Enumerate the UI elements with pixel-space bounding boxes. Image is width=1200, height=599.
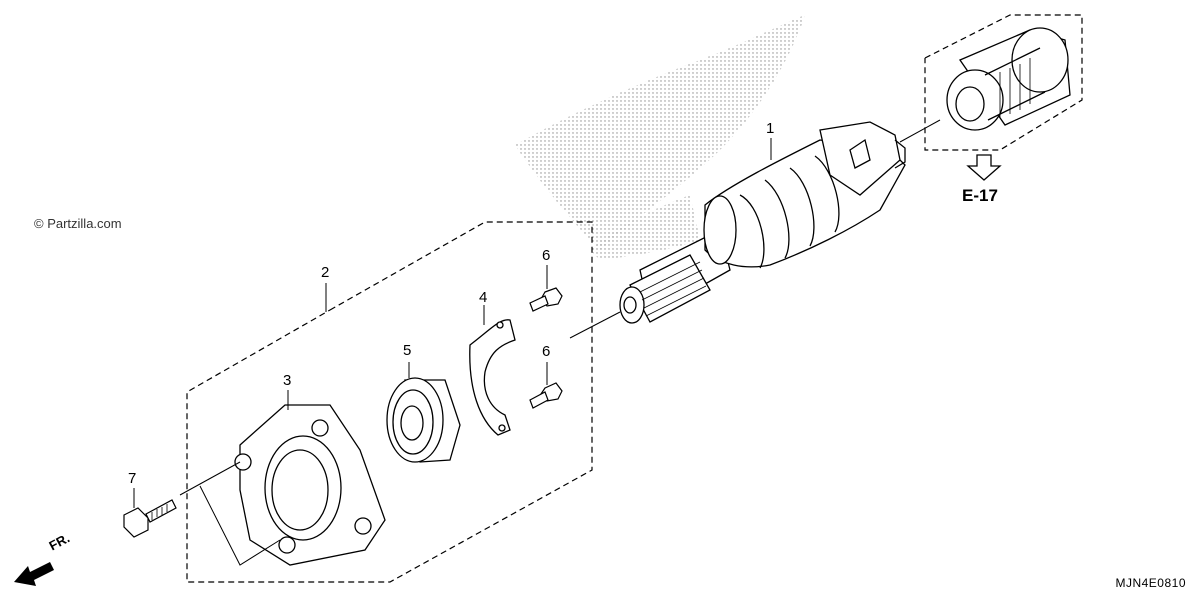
bearing-holder bbox=[234, 404, 386, 566]
flange-bolt bbox=[123, 499, 177, 538]
stopper-plate bbox=[469, 319, 516, 436]
callout-6-lower: 6 bbox=[542, 343, 551, 360]
screw-upper bbox=[529, 287, 563, 312]
callout-1: 1 bbox=[766, 120, 775, 137]
reference-box bbox=[924, 14, 1083, 151]
diagram-code: MJN4E0810 bbox=[1115, 576, 1186, 590]
callout-2: 2 bbox=[321, 264, 330, 281]
screw-lower bbox=[529, 382, 563, 409]
callout-5: 5 bbox=[403, 342, 412, 359]
reference-arrow-icon bbox=[966, 154, 1002, 181]
reference-leader-line bbox=[899, 119, 941, 143]
front-arrow-icon bbox=[14, 562, 54, 586]
shift-drum-shaft bbox=[619, 121, 906, 324]
reference-gear bbox=[946, 27, 1071, 131]
callout-7: 7 bbox=[128, 470, 137, 487]
callout-3: 3 bbox=[283, 372, 292, 389]
reference-label: E-17 bbox=[962, 186, 998, 205]
callout-6-upper: 6 bbox=[542, 247, 551, 264]
background-silhouette bbox=[515, 15, 805, 260]
assembly-box bbox=[186, 221, 593, 583]
callout-4: 4 bbox=[479, 289, 488, 306]
shaft-leader-line bbox=[569, 311, 621, 339]
watermark: © Partzilla.com bbox=[34, 216, 122, 231]
bolt-guide-lines bbox=[179, 461, 281, 566]
bearing bbox=[386, 377, 461, 463]
